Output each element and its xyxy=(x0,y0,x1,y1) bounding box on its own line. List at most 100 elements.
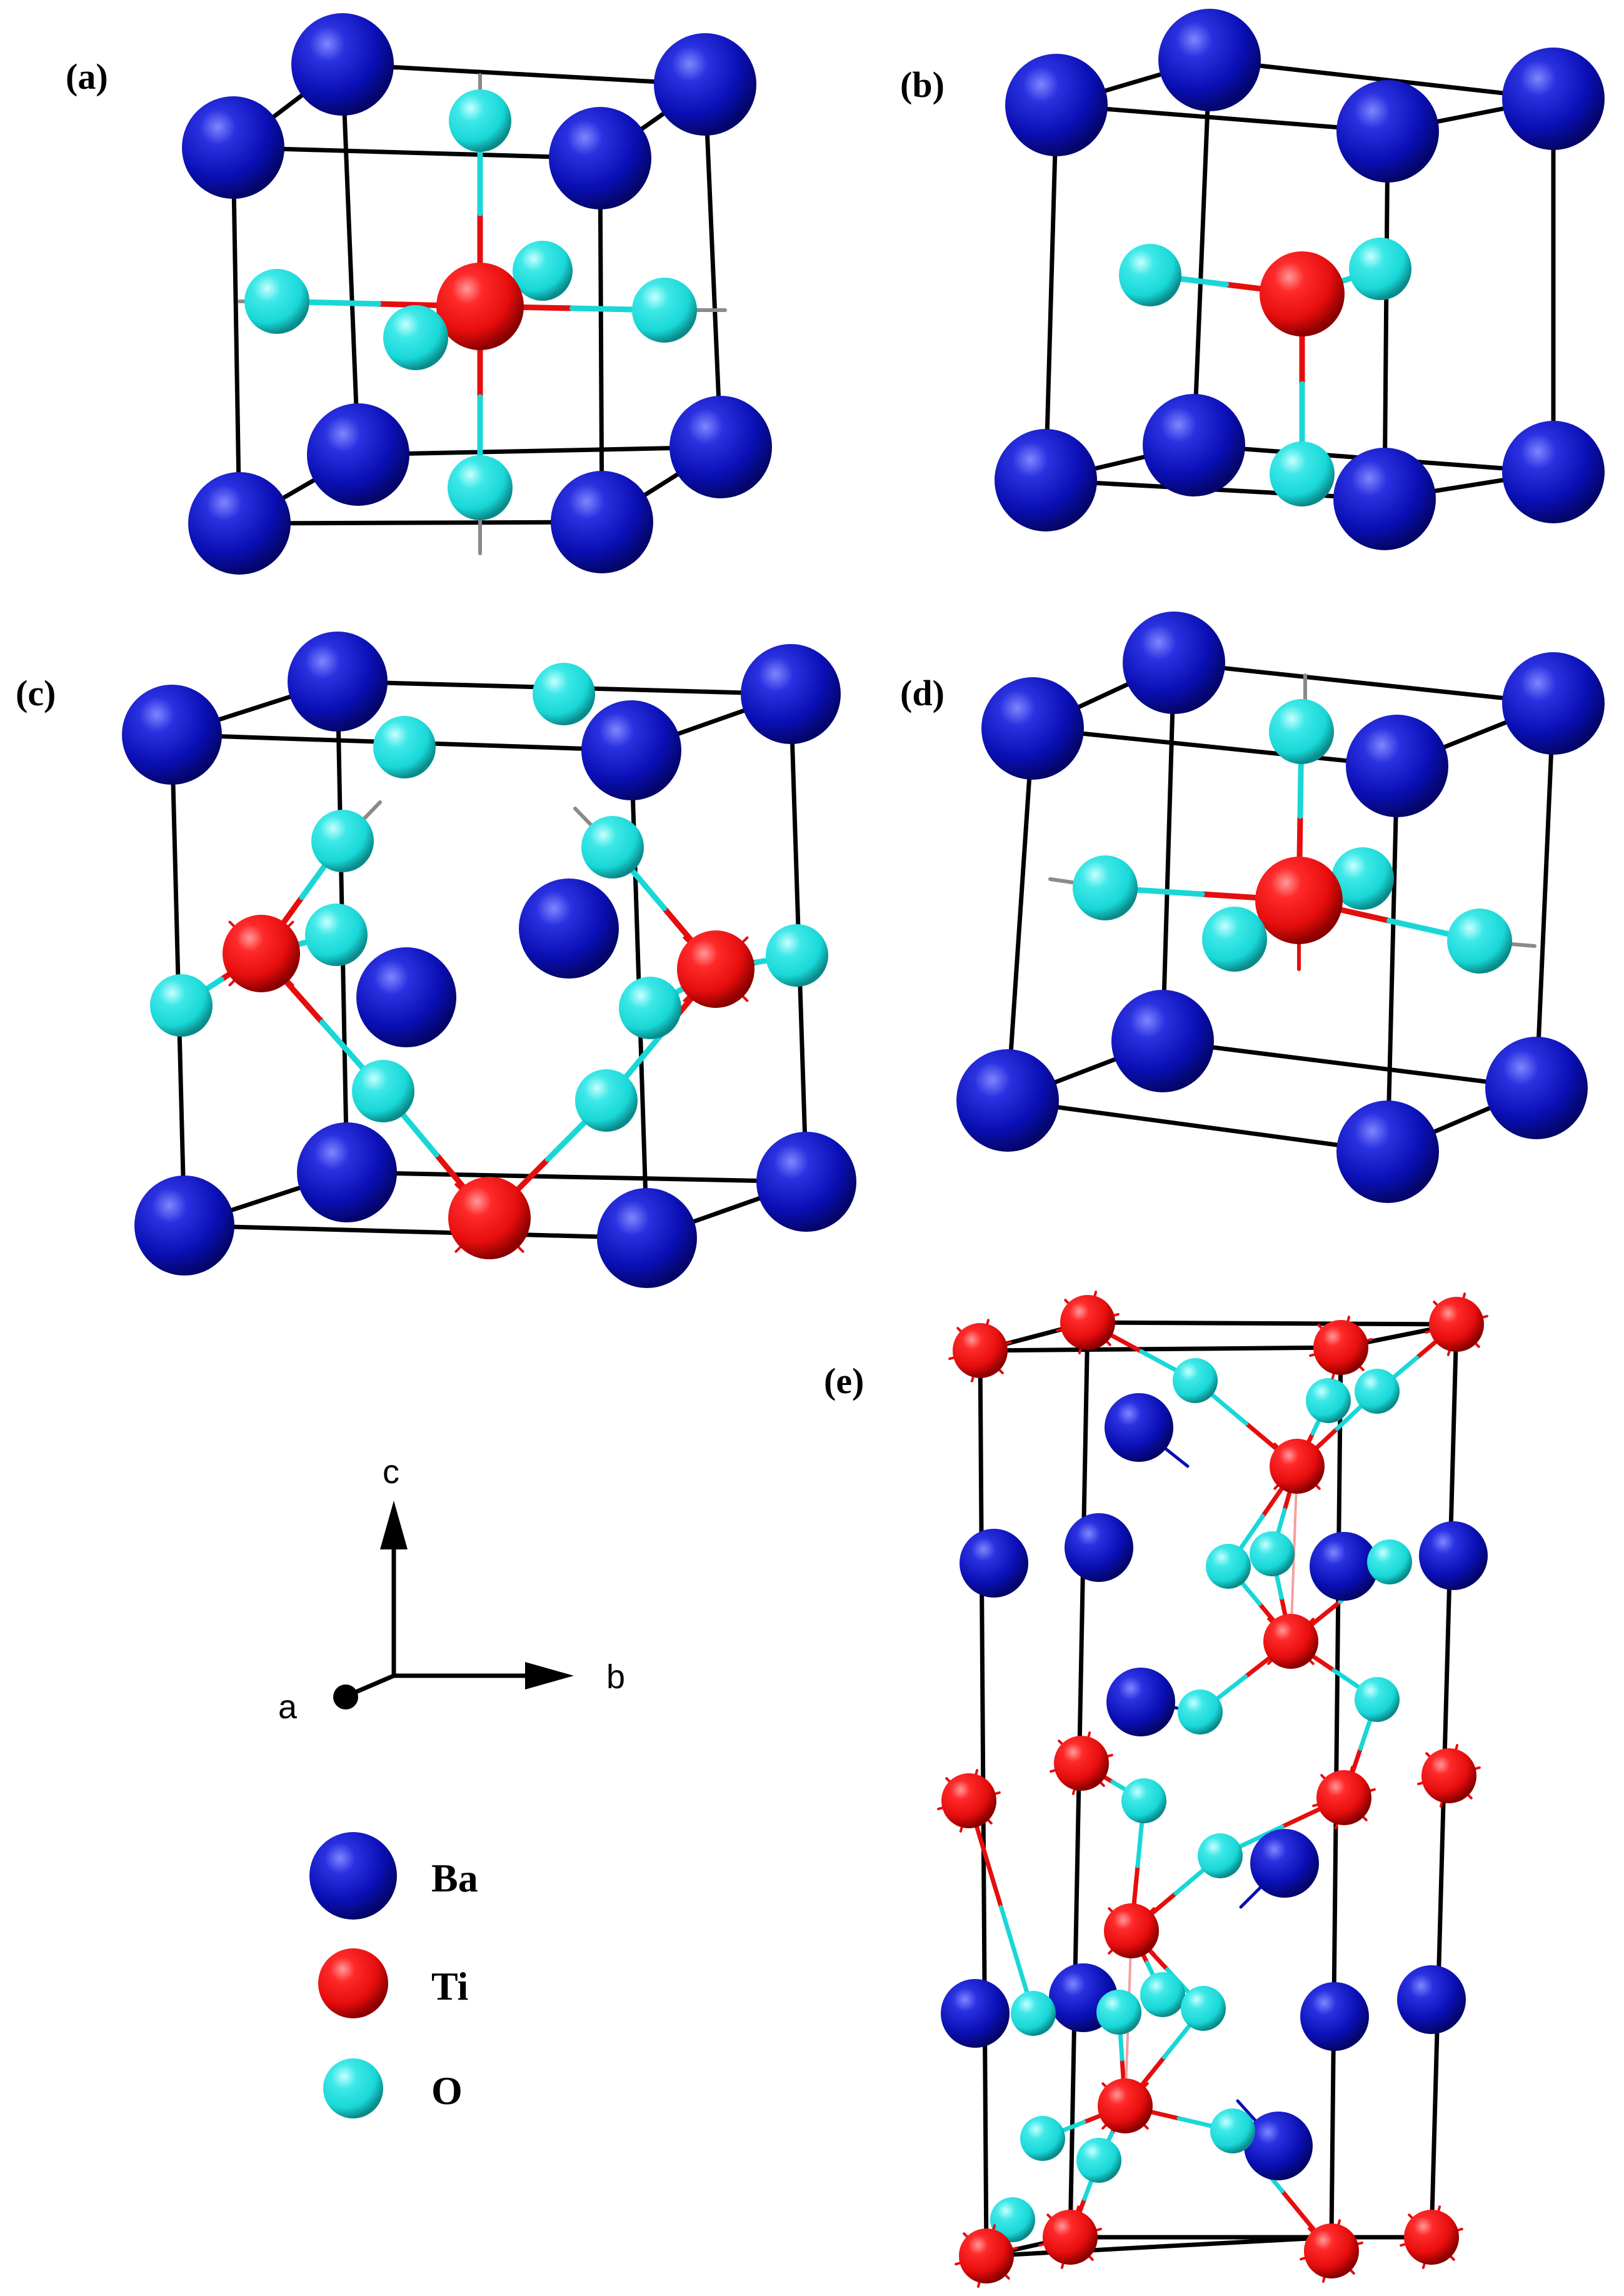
ba-atom xyxy=(756,1132,856,1232)
o-atom xyxy=(1331,847,1394,910)
ba-atom xyxy=(307,403,409,506)
cell-edge xyxy=(237,520,604,526)
o-atom xyxy=(449,89,511,152)
ba-atom xyxy=(1065,1513,1133,1582)
ba-atom xyxy=(960,1529,1028,1598)
o-atom xyxy=(448,455,513,520)
legend-swatches xyxy=(309,1832,397,2118)
o-atom xyxy=(581,816,644,879)
ba-atom xyxy=(288,632,388,732)
o-atom xyxy=(513,241,573,301)
o-atom xyxy=(1367,1539,1412,1584)
cell-edge xyxy=(1382,129,1390,501)
a-axis-label: a xyxy=(278,1688,298,1726)
ba-atom xyxy=(1336,1100,1439,1203)
cell-edge xyxy=(340,62,708,87)
ti-atom xyxy=(1421,1748,1476,1803)
o-atom xyxy=(632,278,697,343)
ba-atom xyxy=(1502,652,1605,755)
b-axis-label: b xyxy=(606,1658,625,1696)
o-atom xyxy=(1073,855,1138,920)
cell-edge xyxy=(1160,1039,1539,1090)
axis-triad: c a b xyxy=(278,1453,625,1726)
ba-atom xyxy=(291,13,394,116)
o-atom xyxy=(1202,907,1267,972)
ba-atom xyxy=(1310,1532,1378,1601)
o-atom xyxy=(150,974,213,1037)
ba-atom xyxy=(581,700,681,800)
ti-atom xyxy=(1304,2223,1359,2278)
ba-atom xyxy=(1419,1521,1488,1590)
legend-label-ti: Ti xyxy=(431,1964,468,2008)
ti-atom xyxy=(1104,1903,1159,1958)
panel-d-rhombohedral-cell xyxy=(956,612,1605,1203)
ti-atom xyxy=(1404,2210,1459,2265)
ba-atom xyxy=(1346,715,1448,817)
cell-edge xyxy=(344,1170,809,1184)
ti-atom xyxy=(318,1948,388,2018)
panel-label-a: (a) xyxy=(66,56,108,97)
ba-atom xyxy=(995,429,1097,531)
cell-edge xyxy=(1207,58,1556,101)
ba-atom xyxy=(1502,48,1605,150)
o-atom xyxy=(383,305,448,370)
ba-atom xyxy=(956,1049,1059,1152)
ba-atom xyxy=(1105,1393,1173,1462)
legend-label-o: O xyxy=(431,2068,463,2113)
ba-atom xyxy=(356,947,456,1047)
o-atom xyxy=(1173,1358,1218,1403)
o-atom xyxy=(352,1060,414,1122)
ti-atom xyxy=(953,1323,1008,1378)
ti-atom xyxy=(1316,1770,1371,1825)
panel-c-orthorhombic-cell xyxy=(122,632,856,1288)
cell-edge xyxy=(340,62,361,457)
ba-atom xyxy=(741,644,841,744)
ba-atom xyxy=(1333,448,1436,550)
ti-atom xyxy=(1429,1297,1484,1352)
cell-edge xyxy=(703,82,723,450)
ti-atom xyxy=(677,930,754,1008)
ti-atom xyxy=(1054,1736,1109,1791)
cell-edge xyxy=(1534,701,1556,1090)
ba-atom xyxy=(297,1122,397,1222)
ti-atom xyxy=(1043,2210,1098,2265)
cell-edge xyxy=(1171,660,1556,706)
ti-atom xyxy=(223,915,300,992)
o-atom xyxy=(1349,238,1411,300)
o-atom xyxy=(1447,909,1512,974)
a-axis-line xyxy=(349,1673,395,1697)
ba-atom xyxy=(1106,1668,1175,1736)
panel-a-cubic-cell xyxy=(182,13,772,575)
ti-atom xyxy=(1263,1614,1318,1669)
o-atom xyxy=(1011,1991,1056,2036)
ba-atom xyxy=(1123,612,1225,714)
ba-atom xyxy=(1485,1037,1588,1139)
ba-atom xyxy=(1250,1829,1319,1898)
ba-atom xyxy=(134,1176,234,1276)
ti-atom xyxy=(1098,2078,1153,2133)
ba-atom xyxy=(1397,1965,1466,2034)
ba-atom xyxy=(1143,394,1245,496)
o-atom xyxy=(1181,1986,1226,2031)
cell-edge xyxy=(598,156,604,525)
b-axis-arrowhead xyxy=(525,1662,574,1689)
ba-atom xyxy=(669,396,772,498)
cell-edge xyxy=(984,2235,1334,2258)
o-atom xyxy=(323,2058,383,2118)
a-axis-dot xyxy=(333,1684,358,1709)
c-axis-arrowhead xyxy=(380,1501,408,1549)
c-axis-label: c xyxy=(383,1453,399,1491)
ti-atom xyxy=(1060,1295,1115,1350)
o-atom xyxy=(1096,1990,1141,2035)
ba-atom xyxy=(597,1188,697,1288)
ba-atom xyxy=(941,1979,1010,2048)
o-atom xyxy=(990,2197,1035,2242)
ba-atom xyxy=(188,472,291,575)
o-atom xyxy=(305,904,368,966)
ti-atom xyxy=(1260,251,1345,336)
o-atom xyxy=(373,716,436,778)
ti-atom xyxy=(941,1773,996,1828)
o-atom xyxy=(1355,1369,1400,1414)
ba-atom xyxy=(551,471,653,573)
o-atom xyxy=(1269,699,1334,764)
